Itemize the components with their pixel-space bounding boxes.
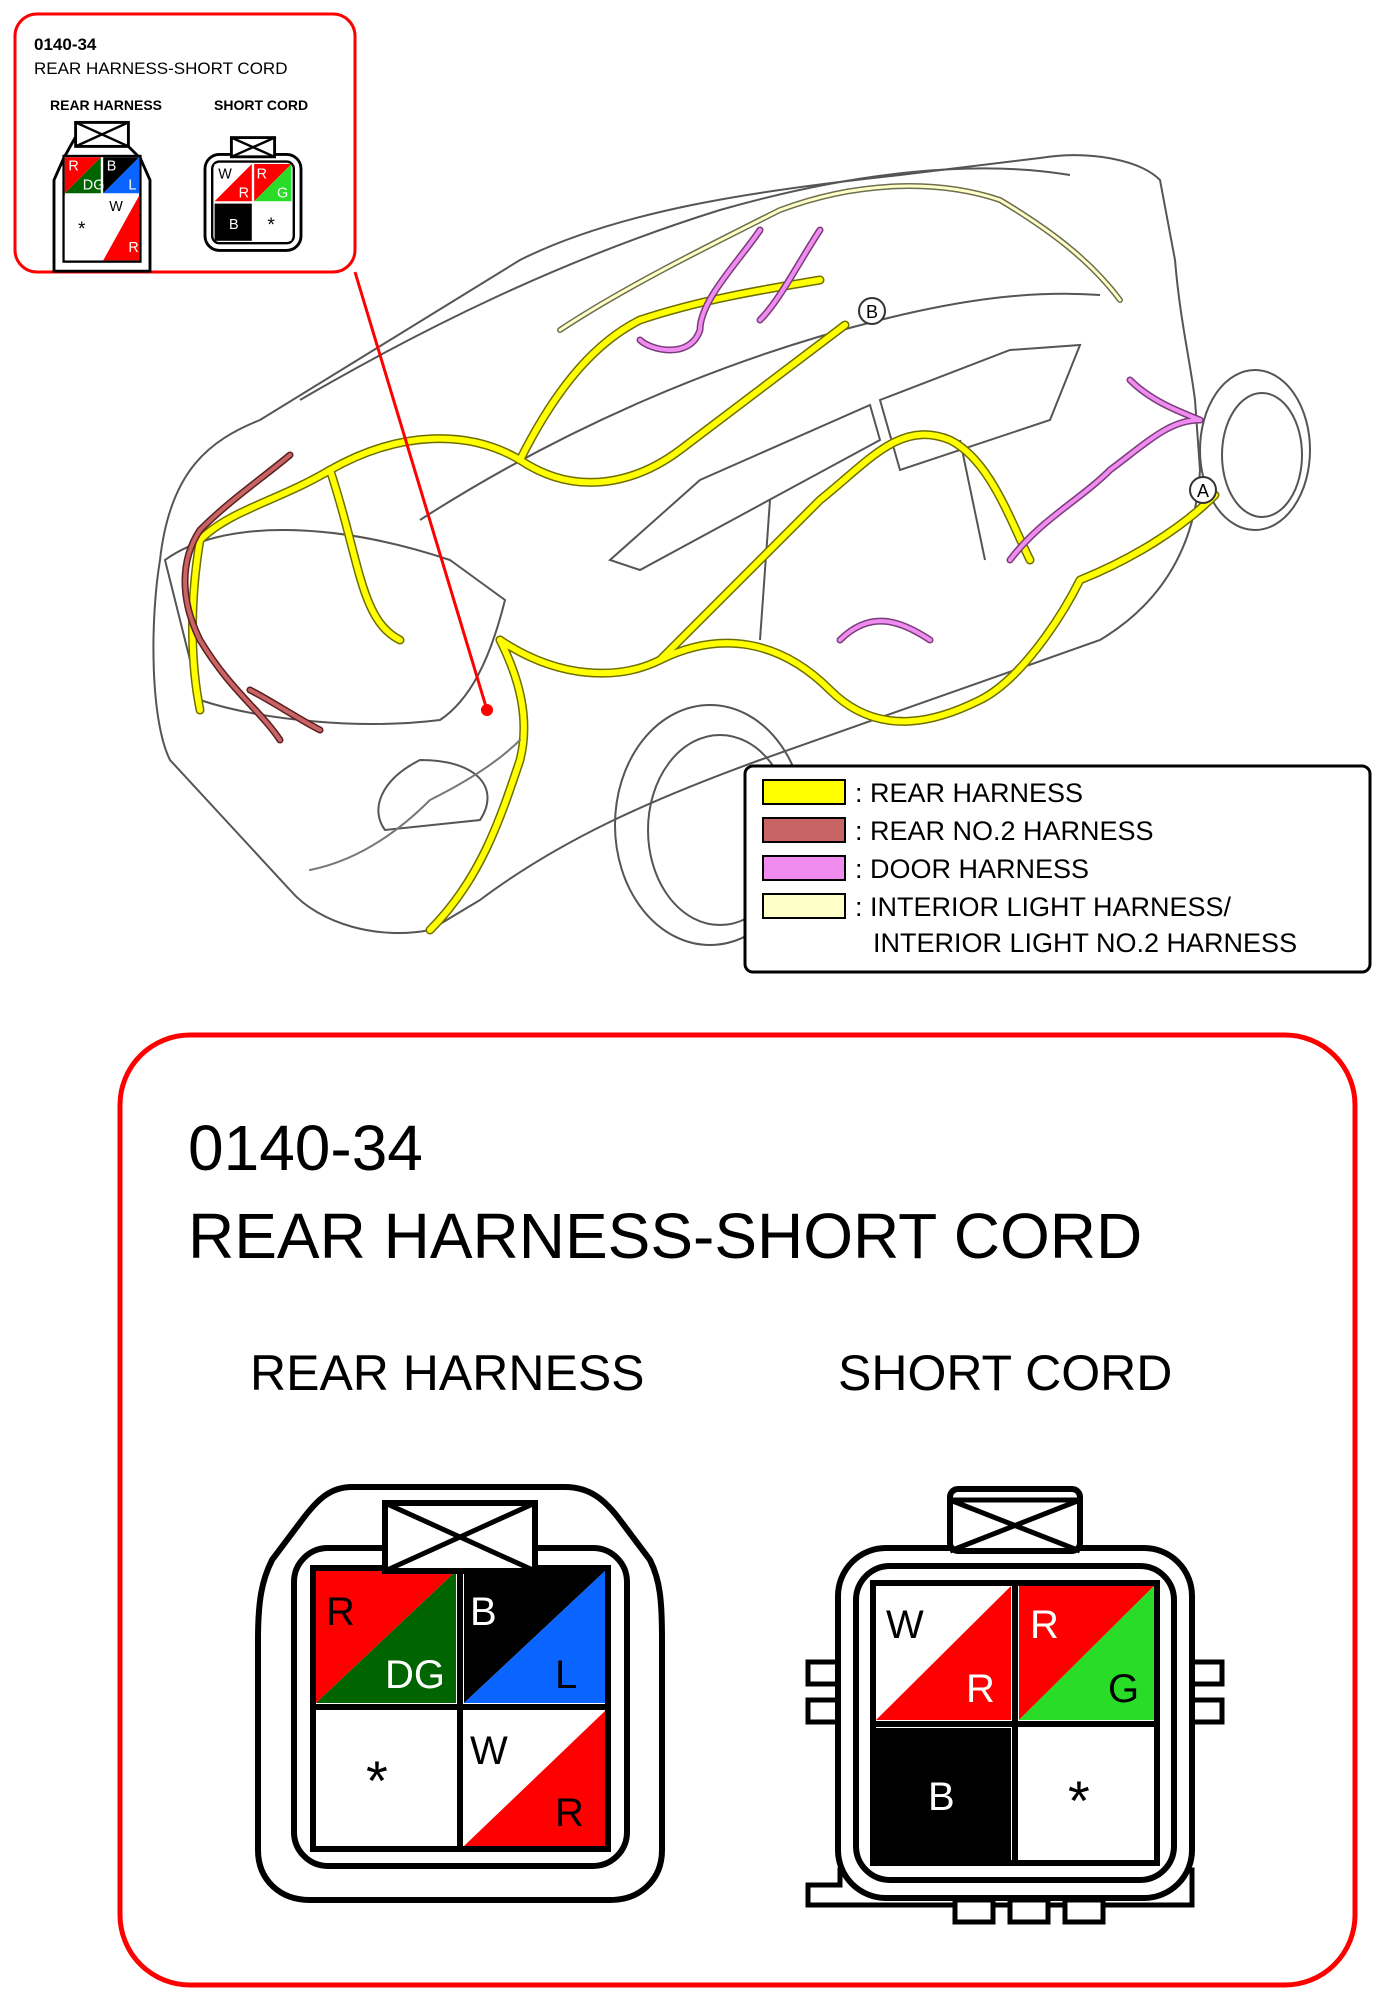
svg-text:R: R [257,166,267,182]
svg-text:*: * [1068,1769,1090,1832]
svg-text:*: * [366,1749,388,1812]
inset-left-label: REAR HARNESS [50,97,162,113]
svg-text:G: G [1108,1667,1139,1711]
svg-text:W: W [218,166,232,182]
svg-text:W: W [886,1603,924,1647]
svg-text:A: A [1197,481,1209,501]
harness-wires [181,183,1220,935]
legend-item-rear-no2-harness: : REAR NO.2 HARNESS [762,816,1154,846]
detail-code: 0140-34 [188,1112,423,1184]
detail-box: 0140-34 REAR HARNESS-SHORT CORD REAR HAR… [117,1032,1358,1988]
svg-text:INTERIOR LIGHT NO.2 HARNESS: INTERIOR LIGHT NO.2 HARNESS [873,928,1297,958]
svg-text:R: R [239,186,249,202]
cord-pin1-bottom [876,1586,1011,1720]
cord-pin4 [1019,1728,1154,1860]
callout-b: B [858,297,886,325]
svg-text:R: R [555,1791,584,1835]
svg-text:*: * [78,219,86,240]
svg-text:B: B [928,1775,955,1819]
detail-title: REAR HARNESS-SHORT CORD [188,1200,1142,1272]
svg-text:B: B [866,302,878,322]
svg-text:: DOOR HARNESS: : DOOR HARNESS [855,854,1089,884]
inset-cord-connector: W R R G B * [203,136,303,252]
svg-text:B: B [229,217,239,233]
rear-pin1-bottom [316,1571,456,1703]
inset-code: 0140-34 [34,35,97,54]
svg-text:R: R [128,240,138,256]
short-cord-connector: W R R G B * [805,1486,1225,1925]
rear-pin2-bottom [464,1571,605,1703]
svg-text:W: W [470,1729,508,1773]
inset-right-label: SHORT CORD [214,97,308,113]
svg-text:B: B [470,1590,497,1634]
svg-text:: REAR NO.2 HARNESS: : REAR NO.2 HARNESS [855,816,1154,846]
svg-text:DG: DG [385,1653,445,1697]
rear-harness-connector: R DG B L * W R [255,1484,665,1903]
svg-text:R: R [1030,1603,1059,1647]
svg-text:R: R [68,158,78,174]
svg-text:L: L [555,1653,577,1697]
leader-line [353,271,489,711]
inset-title: REAR HARNESS-SHORT CORD [34,59,287,78]
legend-item-door-harness: : DOOR HARNESS [762,854,1089,884]
inset-box: 0140-34 REAR HARNESS-SHORT CORD REAR HAR… [13,12,357,274]
detail-left-label: REAR HARNESS [250,1345,645,1401]
inset-rear-connector: R DG B L * W R [52,120,152,273]
svg-text:B: B [107,158,117,174]
rear-pin4-bottom [464,1711,605,1846]
rear-pin3 [316,1711,456,1846]
svg-text:R: R [966,1667,995,1711]
svg-text:DG: DG [83,178,105,194]
cord-pin3 [876,1728,1011,1860]
svg-text:W: W [109,199,123,215]
detail-right-label: SHORT CORD [838,1345,1172,1401]
legend-item-rear-harness: : REAR HARNESS [762,778,1083,808]
svg-text:: REAR HARNESS: : REAR HARNESS [855,778,1083,808]
svg-text:L: L [128,178,136,194]
svg-text:: INTERIOR LIGHT HARNESS/: : INTERIOR LIGHT HARNESS/ [855,892,1232,922]
svg-text:R: R [326,1590,355,1634]
svg-text:*: * [267,215,275,236]
cord-pin2-bottom [1019,1586,1154,1720]
legend-item-interior-light-harness: : INTERIOR LIGHT HARNESS/ INTERIOR LIGHT… [762,892,1297,958]
legend: : REAR HARNESS : REAR NO.2 HARNESS : DOO… [743,764,1372,974]
callout-a: A [1189,476,1217,504]
svg-text:G: G [277,186,288,202]
